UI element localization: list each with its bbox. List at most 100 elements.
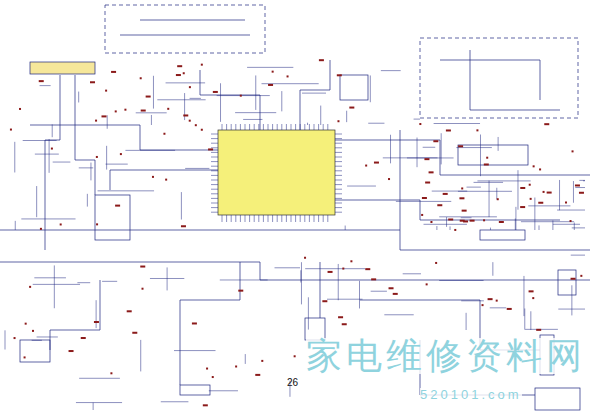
wire xyxy=(23,140,57,141)
component-symbol xyxy=(167,108,169,110)
wire xyxy=(211,161,218,162)
wire xyxy=(370,75,371,102)
wire xyxy=(291,124,292,130)
component-symbol xyxy=(29,286,31,288)
component-symbol xyxy=(163,133,165,135)
component-symbol xyxy=(337,74,342,76)
wire xyxy=(461,300,484,301)
wire xyxy=(211,175,218,176)
connector-symbol xyxy=(305,318,325,340)
component-symbol xyxy=(365,268,370,270)
component-symbol xyxy=(388,178,390,180)
wire xyxy=(300,270,301,282)
wire xyxy=(335,189,342,190)
wire xyxy=(211,147,218,148)
wire xyxy=(211,152,218,153)
wire xyxy=(245,354,246,364)
component-symbol xyxy=(499,221,504,223)
component-symbol xyxy=(146,96,151,98)
wire xyxy=(335,198,342,199)
wire xyxy=(272,124,273,130)
wire xyxy=(211,157,218,158)
component-symbol xyxy=(208,148,213,150)
component-symbol xyxy=(213,91,218,93)
component-symbol xyxy=(482,304,484,306)
component-symbol xyxy=(462,210,467,212)
wire xyxy=(281,215,282,222)
component-symbol xyxy=(483,219,485,221)
wire xyxy=(79,167,93,168)
wire xyxy=(295,124,296,130)
component-symbol xyxy=(203,404,208,406)
component-symbol xyxy=(272,71,274,73)
wire xyxy=(552,220,553,230)
wire xyxy=(286,124,287,130)
component-symbol xyxy=(212,376,214,378)
wire xyxy=(263,124,264,130)
component-symbol xyxy=(189,120,191,122)
component-symbol xyxy=(201,129,203,131)
wire xyxy=(211,170,218,171)
wire xyxy=(335,143,342,144)
component-symbol xyxy=(94,321,99,323)
wire xyxy=(579,180,585,181)
wire xyxy=(305,268,365,269)
wire xyxy=(417,138,418,168)
component-symbol xyxy=(536,329,541,331)
component-symbol xyxy=(181,225,186,227)
wire xyxy=(211,166,218,167)
wire xyxy=(263,215,264,222)
component-symbol xyxy=(579,192,584,194)
wire xyxy=(54,265,55,308)
component-symbol xyxy=(189,86,191,88)
wire xyxy=(335,193,342,194)
wire xyxy=(490,228,491,230)
wire xyxy=(240,215,241,222)
connector-header xyxy=(30,62,95,74)
dashed-region xyxy=(105,5,265,53)
component-symbol xyxy=(437,204,442,206)
component-symbol xyxy=(268,84,273,86)
component-symbol xyxy=(141,110,146,112)
wire xyxy=(302,93,326,94)
wire xyxy=(220,83,221,122)
component-symbol xyxy=(115,110,117,112)
wire xyxy=(222,124,223,130)
wire xyxy=(335,175,342,176)
component-symbol xyxy=(81,337,86,339)
component-symbol xyxy=(532,297,534,299)
component-symbol xyxy=(176,74,181,76)
wire xyxy=(575,187,585,188)
component-symbol xyxy=(32,330,34,332)
wire xyxy=(308,297,309,329)
component-symbol xyxy=(426,283,428,285)
wire xyxy=(573,181,574,203)
component-symbol xyxy=(433,140,438,142)
wire xyxy=(335,138,342,139)
wire xyxy=(434,123,480,124)
wire xyxy=(247,67,293,68)
wire xyxy=(528,205,570,206)
wire xyxy=(153,76,154,109)
wire xyxy=(93,403,94,410)
wire xyxy=(335,134,342,135)
component-symbol xyxy=(547,192,552,194)
wire xyxy=(381,70,401,71)
component-symbol xyxy=(443,193,448,195)
wire xyxy=(277,215,278,222)
connector-symbol xyxy=(20,340,50,362)
wire xyxy=(277,124,278,130)
component-symbol xyxy=(96,156,98,158)
component-symbol xyxy=(183,72,185,74)
wire xyxy=(461,217,472,218)
wire xyxy=(211,198,218,199)
wire xyxy=(539,225,540,230)
wire xyxy=(403,273,421,274)
connector-symbol xyxy=(558,270,576,295)
component-symbol xyxy=(10,129,12,131)
wire xyxy=(572,227,585,228)
component-symbol xyxy=(365,165,367,167)
wire xyxy=(254,215,255,222)
component-symbol xyxy=(393,293,398,295)
wire xyxy=(335,180,342,181)
